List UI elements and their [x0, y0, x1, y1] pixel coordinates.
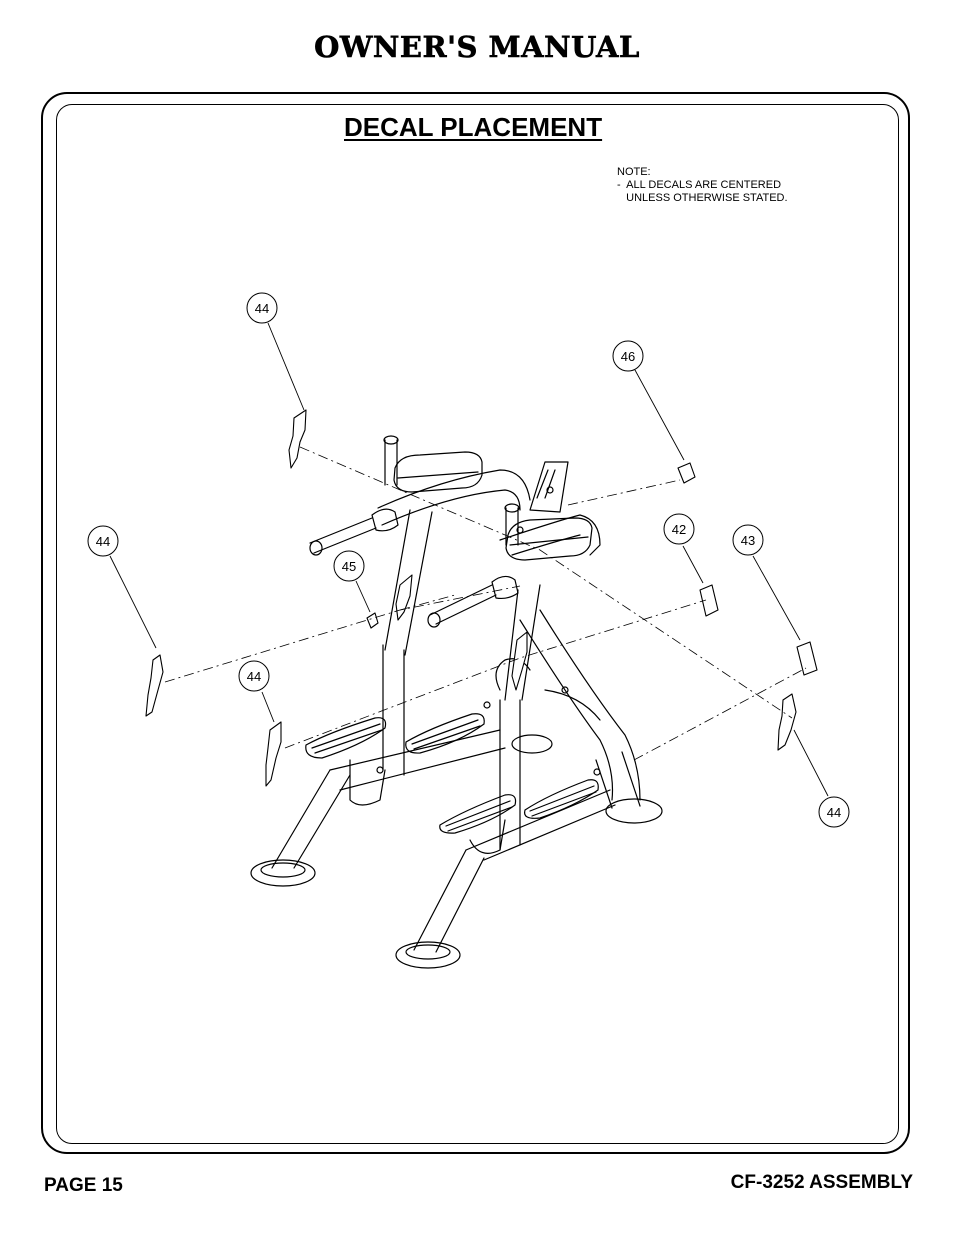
floor-pad — [250, 859, 316, 887]
floor-pad — [511, 734, 553, 754]
decals — [145, 409, 818, 787]
callout-balloon: 44 — [246, 292, 278, 324]
decal-44 — [777, 693, 797, 751]
note-line-1: - ALL DECALS ARE CENTERED — [617, 179, 782, 191]
callout-balloon: 45 — [333, 550, 365, 582]
page-frame-outer — [41, 92, 910, 1154]
decal-45 — [366, 612, 379, 629]
manual-title: OWNER'S MANUAL — [314, 30, 640, 65]
section-title: DECAL PLACEMENT — [344, 112, 603, 142]
floor-pad — [395, 941, 461, 969]
callout-balloon: 44 — [818, 796, 850, 828]
decal-44 — [395, 574, 413, 621]
callout-number: 43 — [741, 533, 755, 548]
assembly-note: NOTE: - ALL DECALS ARE CENTERED UNLESS O… — [617, 166, 788, 205]
footrest — [305, 717, 387, 759]
model-assembly-label: CF-3252 ASSEMBLY — [730, 1172, 913, 1193]
footrest — [523, 779, 599, 819]
callout-number: 45 — [342, 559, 356, 574]
decal-46 — [677, 462, 696, 484]
page-frame-inner — [56, 104, 899, 1144]
decal-44 — [145, 654, 164, 717]
note-line-2: UNLESS OTHERWISE STATED. — [617, 192, 788, 204]
upright-bracket — [529, 461, 569, 513]
callout-number: 46 — [621, 349, 635, 364]
callout-balloon: 44 — [87, 525, 119, 557]
note-heading: NOTE: — [617, 166, 651, 178]
left-grip — [309, 517, 377, 554]
footrest — [439, 794, 517, 834]
leader-lines — [109, 322, 829, 797]
left-backpad — [393, 451, 483, 493]
dip-station-frame — [250, 435, 663, 969]
floor-pad — [605, 798, 663, 824]
callout-number: 44 — [96, 534, 110, 549]
callout-balloon: 44 — [238, 660, 270, 692]
callout-balloon: 46 — [612, 340, 644, 372]
footrest — [405, 713, 485, 754]
decal-42 — [699, 584, 719, 617]
page-number: PAGE 15 — [44, 1175, 123, 1196]
decal-44 — [511, 631, 528, 691]
decal-44 — [265, 721, 282, 787]
decal-44 — [288, 409, 307, 469]
callout-number: 42 — [672, 522, 686, 537]
callout-number: 44 — [827, 805, 841, 820]
callout-balloon: 43 — [732, 524, 764, 556]
decal-43 — [796, 641, 818, 676]
right-backpad — [505, 517, 593, 561]
callout-number: 44 — [247, 669, 261, 684]
callout-number: 44 — [255, 301, 269, 316]
dashed-placement-lines — [164, 446, 807, 761]
callout-balloon: 42 — [663, 513, 695, 545]
right-grip — [429, 584, 497, 625]
